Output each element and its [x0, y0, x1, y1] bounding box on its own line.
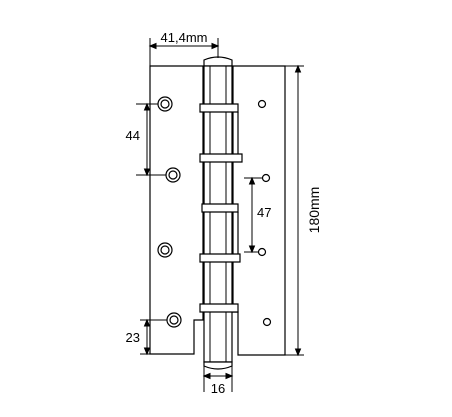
- left-hinge-leaf: [149, 65, 204, 355]
- screw-hole-icon: [157, 242, 173, 258]
- screw-hole-icon: [157, 96, 173, 112]
- hinge-knuckle: [203, 56, 233, 370]
- dimension-knuckle-width: [202, 366, 234, 392]
- dimension-left-hole-spacing-label: 44: [126, 128, 140, 143]
- spring-band-1: [199, 103, 239, 113]
- screw-hole-icon: [165, 167, 181, 183]
- dimension-left-hole-spacing: [136, 102, 166, 177]
- dimension-bottom-offset-label: 23: [126, 330, 140, 345]
- screw-hole-icon: [262, 317, 272, 327]
- spring-band-4: [199, 253, 241, 263]
- spring-segments: [199, 103, 243, 313]
- dimension-bottom-offset: [140, 318, 167, 356]
- spring-band-2: [199, 153, 243, 163]
- right-leaf-screw-holes: [257, 99, 272, 327]
- dimension-width-label: 41,4mm: [161, 30, 208, 45]
- dimension-knuckle-width-label: 16: [211, 381, 225, 396]
- screw-hole-icon: [261, 173, 271, 183]
- screw-hole-icon: [257, 99, 267, 109]
- dimension-height-label: 180mm: [306, 187, 322, 234]
- dimension-width: [148, 38, 220, 66]
- dimension-right-hole-spacing: [244, 176, 262, 254]
- screw-hole-icon: [257, 247, 267, 257]
- screw-hole-icon: [166, 312, 182, 328]
- spring-band-5: [199, 303, 239, 313]
- dimension-height: [285, 64, 304, 357]
- dimension-right-hole-spacing-label: 47: [257, 205, 271, 220]
- left-leaf-screw-holes: [157, 96, 182, 328]
- spring-band-3: [201, 203, 239, 213]
